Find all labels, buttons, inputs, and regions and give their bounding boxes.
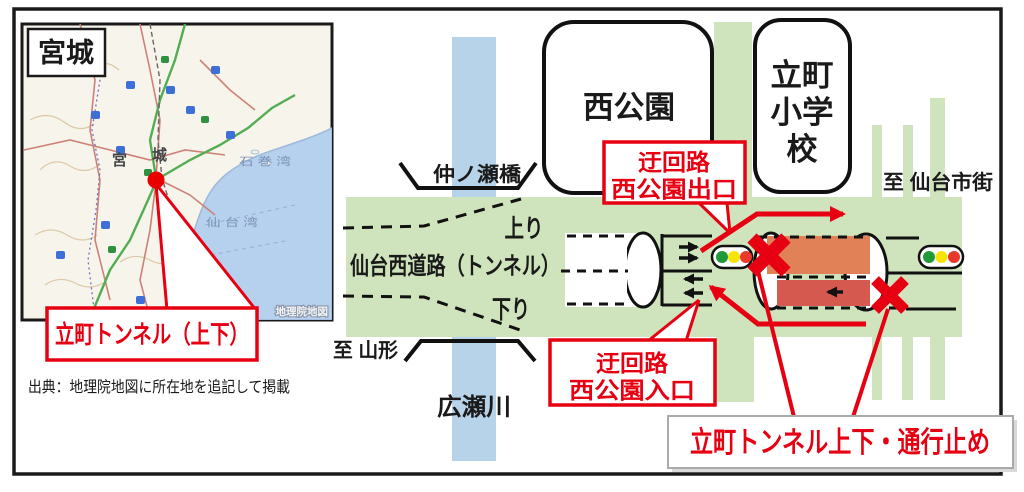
school-label-line3: 校 [787, 132, 818, 167]
signal-yellow-light [728, 251, 740, 263]
closed-lower-carriageway [777, 280, 870, 306]
side-street-top-2 [903, 125, 913, 197]
traffic-signal-east [917, 244, 965, 270]
location-callout-box [45, 306, 259, 362]
closure-pointer-east [851, 308, 890, 418]
signal-yellow-light [935, 251, 948, 263]
map-source-note: 出典：地理院地図に所在地を追記して掲載 [28, 377, 290, 396]
detour-arrow-eastbound [699, 206, 846, 254]
open-tunnel-east-portal [623, 231, 663, 309]
region-label-box [26, 27, 107, 78]
blue-route-shields [56, 66, 235, 304]
side-street-top-1 [872, 125, 882, 197]
sendai-bay-label: 仙 台 湾 [206, 215, 258, 229]
schematic: 西公園 立町 小学 校 仲ノ瀬橋 上り 仙台西道路（トンネル） 下り 至 山形 … [333, 18, 993, 461]
location-callout-label: 立町トンネル（上下） [55, 320, 249, 349]
down-direction-label: 下り [492, 296, 530, 324]
signal-green-light [716, 251, 728, 263]
side-street-bottom-1 [872, 337, 882, 400]
map-inset: 宮 城 石 巻 湾 仙 台 湾 地理院地図 宮城 立町トンネル（上下） 出典：地… [20, 22, 334, 396]
closure-callout-label: 立町トンネル上下・通行止め [690, 425, 990, 459]
side-street-top-3 [930, 98, 945, 197]
nishi-park-label: 西公園 [583, 90, 675, 125]
callout-entrance-line1: 迂回路 [596, 350, 669, 376]
hirose-river-label: 広瀬川 [437, 393, 511, 421]
detour-arrow-westbound [708, 285, 866, 327]
callout-exit-line1: 迂回路 [638, 149, 711, 175]
green-route-shields [108, 56, 209, 253]
signal-red-light [948, 251, 960, 263]
side-street-bottom-wide [716, 337, 754, 402]
pref-char-gi: 城 [152, 146, 167, 164]
nakanose-bridge-label: 仲ノ瀬橋 [433, 162, 522, 186]
up-direction-label: 上り [505, 215, 544, 243]
closure-callout: 立町トンネル上下・通行止め [667, 415, 1017, 472]
nakanose-bridge-symbol [398, 161, 538, 190]
map-boundary [87, 29, 101, 319]
island [250, 149, 260, 155]
signal-green-light [923, 251, 935, 263]
pref-char-miya: 宮 [112, 151, 127, 169]
closure-x-east [871, 276, 909, 314]
tachimachi-school-block [753, 18, 852, 194]
to-sendai-city-label: 至 仙台市街 [883, 170, 993, 194]
closure-x-west [747, 233, 791, 277]
island [264, 160, 272, 166]
side-street-bottom-2 [902, 337, 913, 400]
yamagata-bridge-symbol [403, 339, 537, 363]
callout-detour-exit: 迂回路 西公園出口 [602, 140, 747, 235]
closure-callout-box [667, 415, 1014, 469]
to-yamagata-label: 至 山形 [333, 339, 398, 362]
side-street-bottom-3 [930, 337, 945, 400]
school-label-line2: 小学 [771, 95, 834, 130]
sendai-west-road-label: 仙台西道路（トンネル） [350, 252, 560, 280]
traffic-signal-west [710, 244, 754, 270]
school-label-line1: 立町 [771, 58, 834, 93]
signal-red-light [740, 251, 752, 263]
callout-exit-line2: 西公園出口 [611, 176, 737, 202]
down-ramp-dashed [342, 294, 524, 333]
map-watermark: 地理院地図 [276, 305, 329, 318]
closure-pointer-west [756, 270, 796, 418]
ishinomaki-bay-label: 石 巻 湾 [239, 154, 291, 168]
up-ramp-dashed [342, 197, 522, 230]
callout-entrance-line2: 西公園入口 [569, 377, 695, 403]
callout-detour-entrance: 迂回路 西公園入口 [548, 298, 717, 407]
region-label: 宮城 [38, 37, 94, 68]
location-dot [147, 171, 165, 189]
